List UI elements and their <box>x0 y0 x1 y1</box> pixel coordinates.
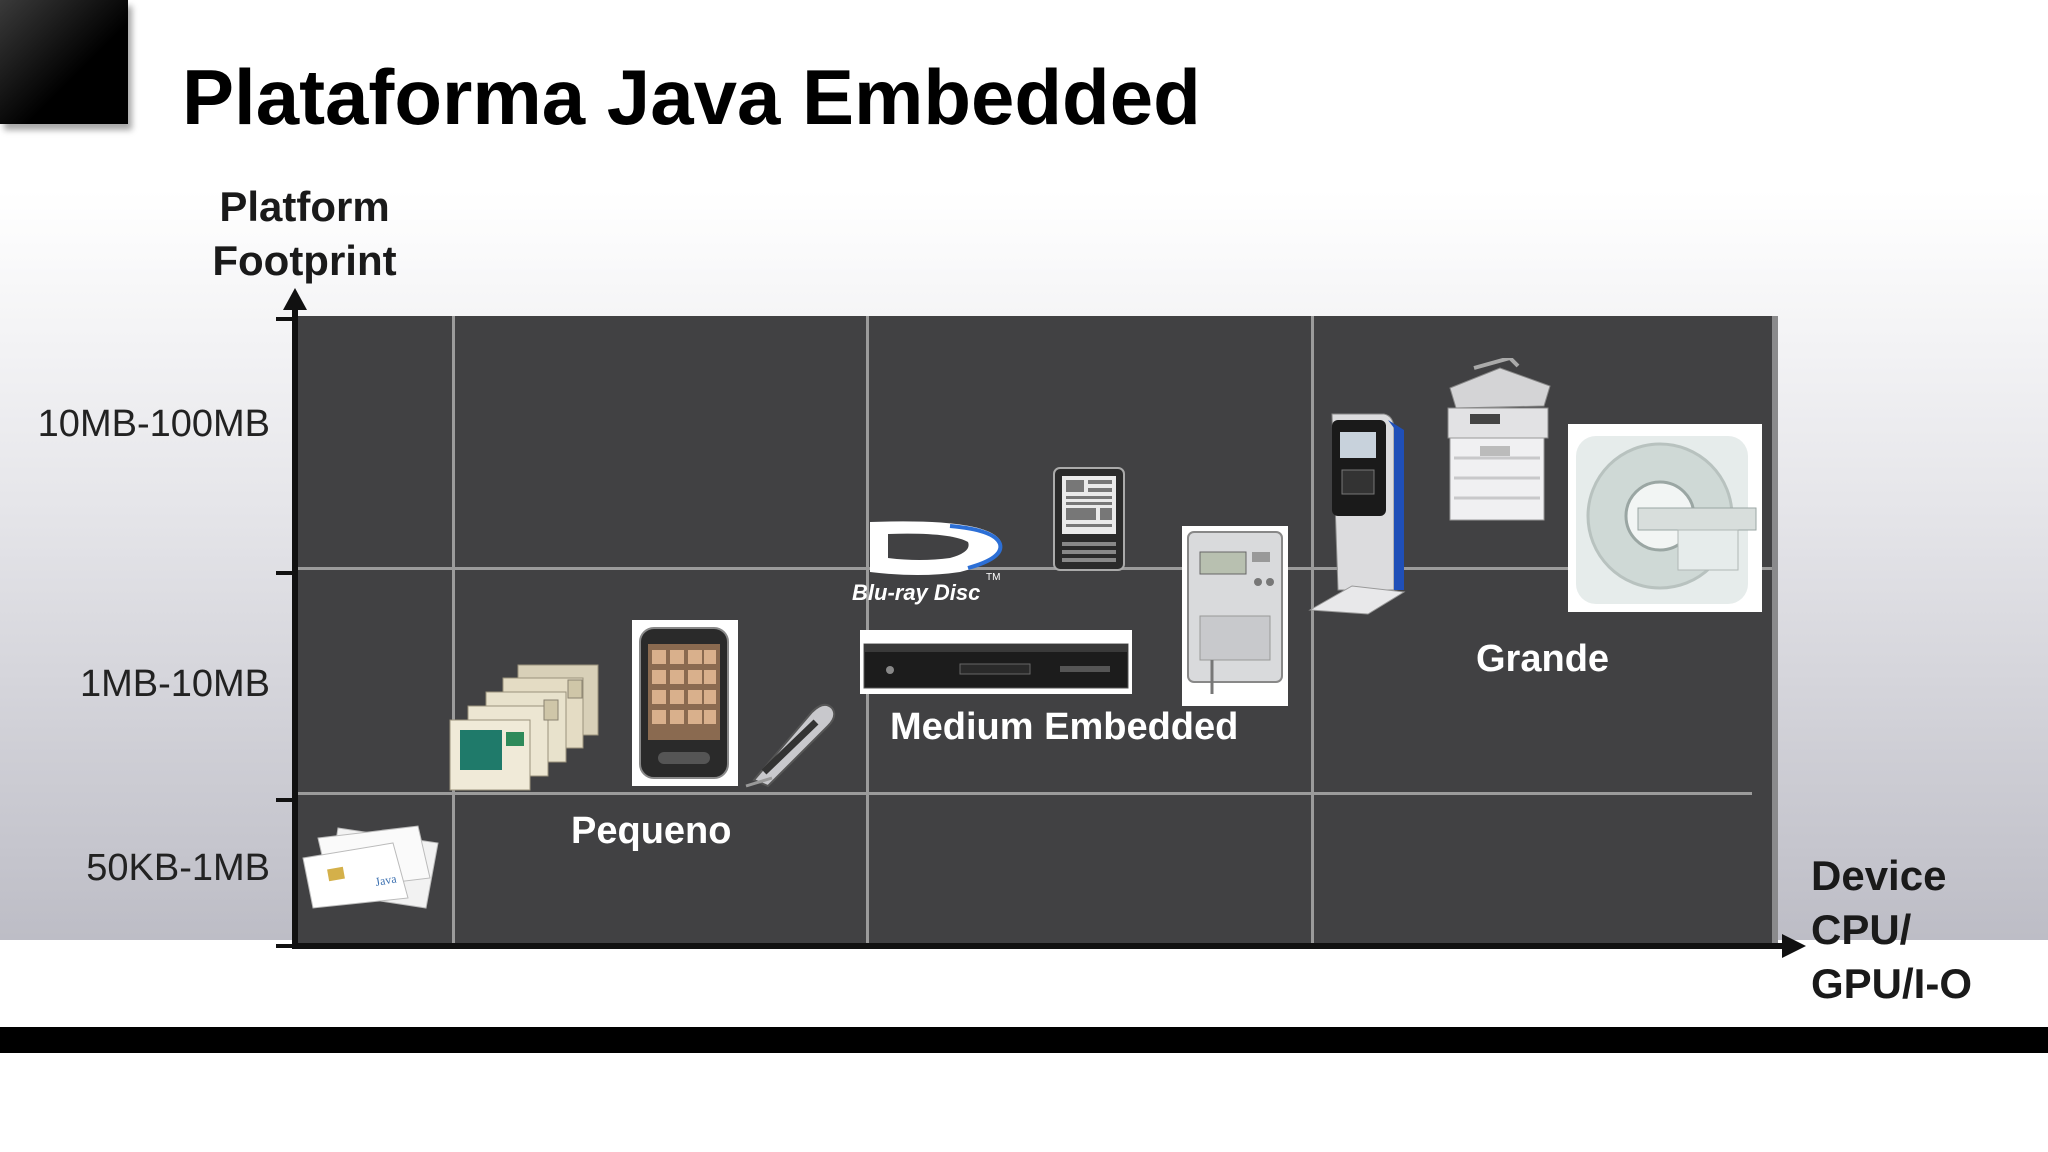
grid-line-vertical <box>452 316 455 943</box>
y-axis-arrow-icon <box>283 288 307 310</box>
x-axis-line <box>292 943 1794 949</box>
grid-line-horizontal <box>296 567 1772 570</box>
grid-line-vertical <box>1311 316 1314 943</box>
bottom-bar <box>0 1027 2048 1053</box>
settop-box-icon <box>860 630 1132 699</box>
mri-scanner-icon <box>1568 424 1762 612</box>
region-label-large: Grande <box>1476 638 1610 680</box>
smart-meter-icon <box>1182 526 1288 711</box>
y-tick-mark <box>276 317 298 321</box>
kiosk-icon <box>1308 410 1418 625</box>
bluray-logo-icon: Blu-ray Disc TM <box>840 510 1020 615</box>
x-axis-title: Device CPU/ GPU/I-O <box>1811 849 1972 1011</box>
y-tick-mark <box>276 944 298 948</box>
corner-decoration <box>0 0 128 124</box>
y-axis-title-line1: Platform <box>219 183 390 230</box>
bluray-logo-text: Blu-ray Disc <box>852 580 980 605</box>
java-card-text: Java <box>374 871 398 889</box>
y-axis-title-line2: Footprint <box>212 237 397 284</box>
y-tick-label: 1MB-10MB <box>79 663 270 705</box>
x-axis-title-line3: GPU/I-O <box>1811 960 1973 1007</box>
java-card-icon: Java <box>298 808 448 923</box>
y-axis-line <box>292 300 298 948</box>
copier-icon <box>1440 355 1560 538</box>
y-tick-label: 50KB-1MB <box>86 847 270 889</box>
y-tick-label: 10MB-100MB <box>37 403 270 445</box>
grid-line-vertical <box>866 316 869 943</box>
region-label-small: Pequeno <box>571 810 732 852</box>
pen-device-icon <box>742 682 842 797</box>
region-label-medium: Medium Embedded <box>890 706 1239 748</box>
circuit-board-icon <box>448 660 603 800</box>
slide-title: Plataforma Java Embedded <box>182 53 1201 141</box>
ereader-icon <box>1048 464 1132 581</box>
y-tick-mark <box>276 571 298 575</box>
bluray-tm-text: TM <box>986 572 1000 583</box>
smartphone-icon <box>632 620 738 786</box>
y-axis-title: Platform Footprint <box>202 180 407 288</box>
x-axis-arrow-icon <box>1782 934 1806 958</box>
x-axis-title-line1: Device <box>1811 852 1947 899</box>
y-tick-mark <box>276 798 298 802</box>
x-axis-title-line2: CPU/ <box>1811 906 1912 953</box>
grid-line-horizontal <box>296 792 1752 795</box>
